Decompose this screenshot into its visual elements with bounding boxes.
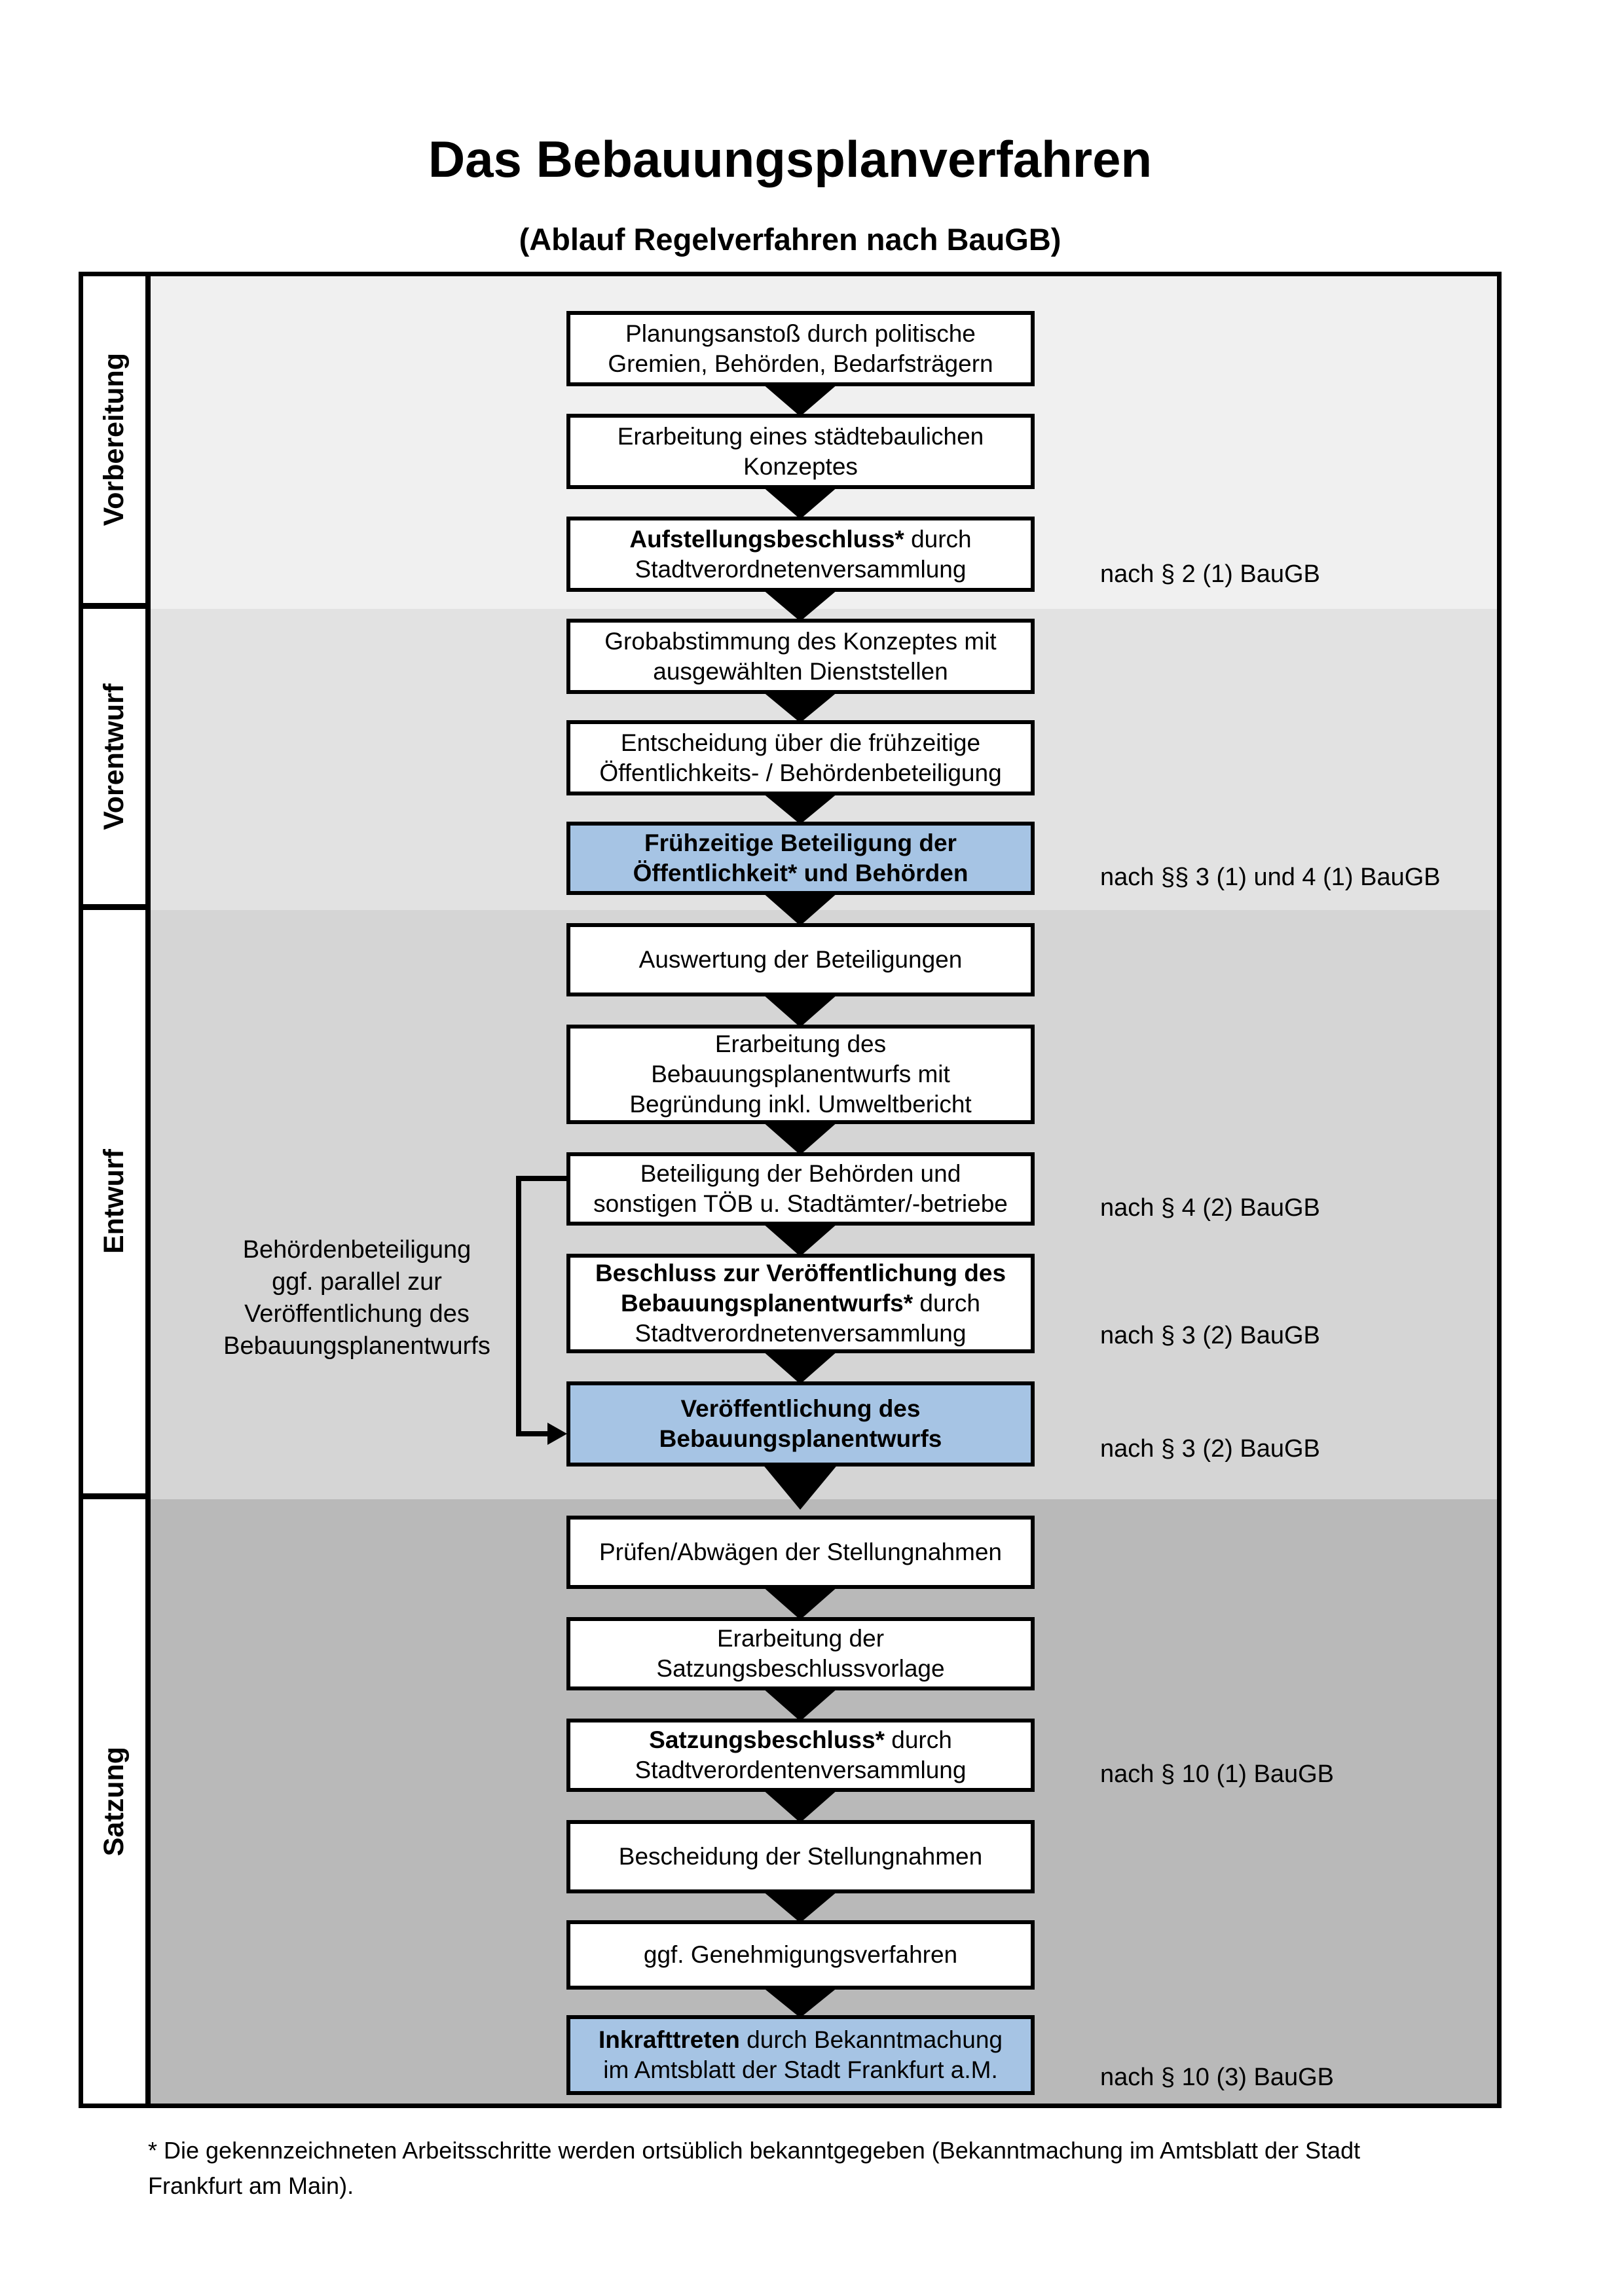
process-chart: Vorbereitung Vorentwurf Entwurf Satzung … <box>79 272 1502 2108</box>
phase-entwurf: Entwurf <box>83 910 1497 1499</box>
diagram-title: Das Bebauungsplanverfahren <box>428 130 1153 188</box>
phase-background-satzung <box>151 1499 1497 2104</box>
phase-vorbereitung: Vorbereitung <box>83 276 1497 609</box>
phase-background-vorentwurf <box>151 609 1497 910</box>
phase-label: Entwurf <box>98 1149 130 1254</box>
phase-label: Satzung <box>98 1746 130 1857</box>
footnote: * Die gekennzeichneten Arbeitsschritte w… <box>148 2137 1361 2199</box>
diagram-subtitle: (Ablauf Regelverfahren nach BauGB) <box>519 222 1061 257</box>
phase-label-cell: Satzung <box>83 1499 151 2104</box>
phase-label: Vorentwurf <box>98 683 130 830</box>
phase-label-cell: Entwurf <box>83 910 151 1499</box>
phase-vorentwurf: Vorentwurf <box>83 609 1497 910</box>
phase-satzung: Satzung <box>83 1499 1497 2104</box>
phase-background-vorbereitung <box>151 276 1497 609</box>
phase-label: Vorbereitung <box>98 353 130 526</box>
phase-background-entwurf <box>151 910 1497 1499</box>
phase-label-cell: Vorbereitung <box>83 276 151 609</box>
phase-label-cell: Vorentwurf <box>83 609 151 910</box>
